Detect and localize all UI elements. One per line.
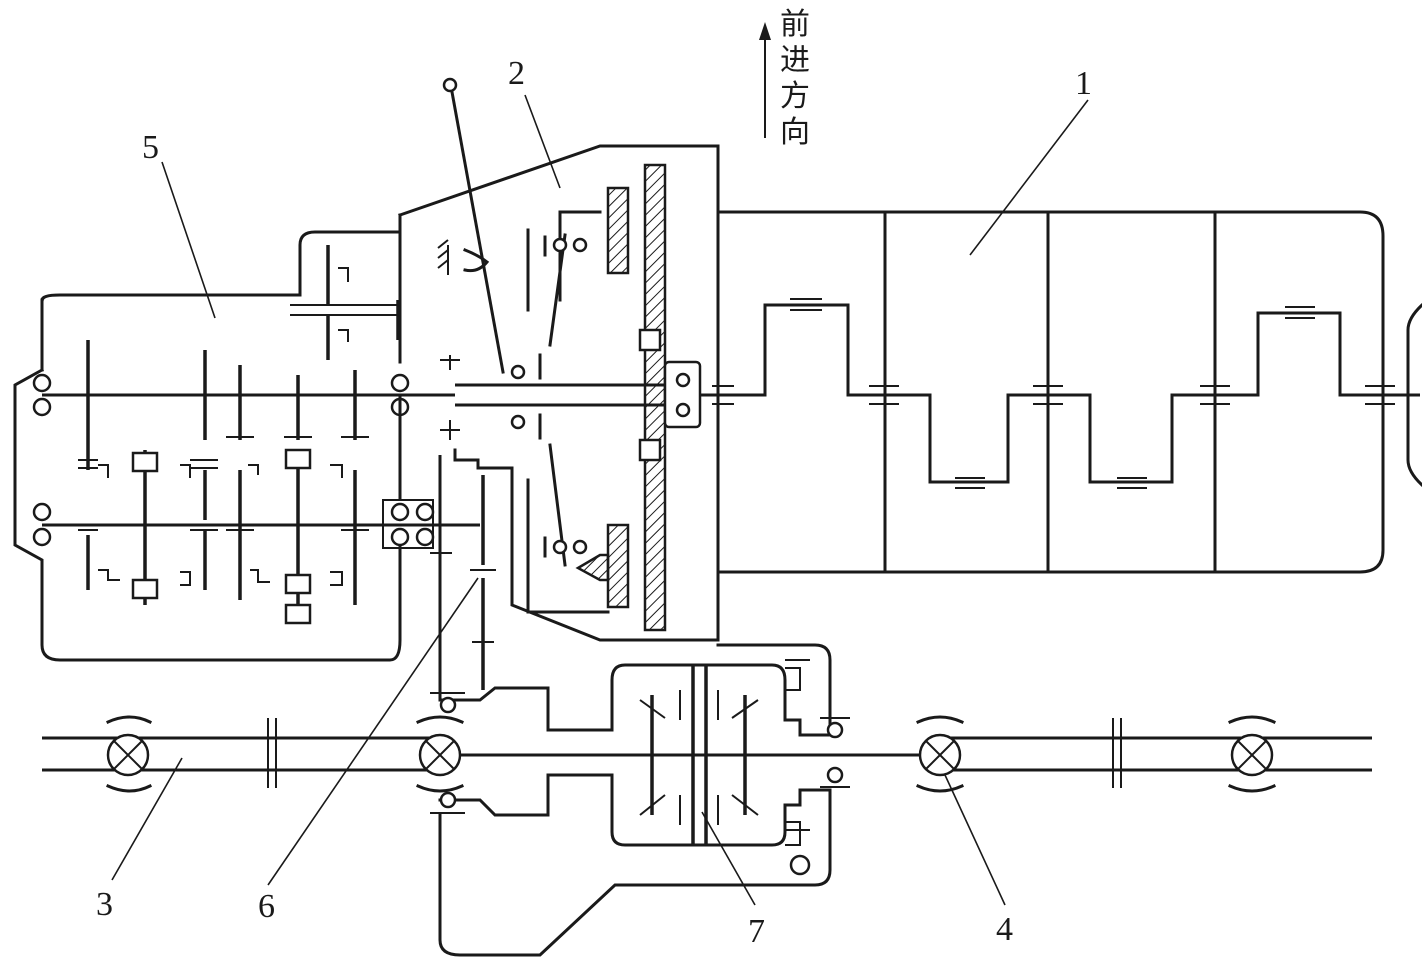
pressure-plate-upper [606,186,630,275]
final-drive [430,455,850,957]
callout-2: 2 [508,55,525,92]
callout-5-leader [161,161,216,319]
callout-3-leader [111,757,183,881]
flywheel [643,163,667,632]
gearbox [13,230,480,662]
cv-joint-right-inner [916,715,964,793]
engine [700,210,1422,574]
left-half-shaft [42,715,464,793]
callout-6-leader [267,577,479,886]
right-half-shaft [460,715,1372,793]
cv-joint-left-inner [416,715,464,793]
cv-joint-left-outer [106,715,153,793]
direction-char-4: 向 [780,115,810,150]
callout-2-leader [524,94,561,189]
pressure-plate-lower [606,523,630,609]
callout-7-leader [701,811,756,906]
clutch [398,77,720,642]
direction-char-3: 方 [780,79,810,114]
callouts: 1 2 3 4 5 6 7 [96,55,1092,950]
callout-6: 6 [258,888,275,925]
callout-4-leader [944,774,1006,906]
direction-char-2: 进 [780,43,810,78]
pedal-pivot [442,77,458,93]
arrow-up-icon [759,22,771,40]
callout-4: 4 [996,911,1013,948]
crankshaft [700,298,1422,489]
direction-char-1: 前 [780,7,810,42]
forward-direction-indicator: 前 进 方 向 [759,7,810,150]
callout-5: 5 [142,129,159,166]
callout-1-leader [969,99,1089,256]
cv-joint-right-outer [1228,715,1276,793]
callout-1: 1 [1075,65,1092,102]
callout-7: 7 [748,913,765,950]
callout-3: 3 [96,886,113,923]
